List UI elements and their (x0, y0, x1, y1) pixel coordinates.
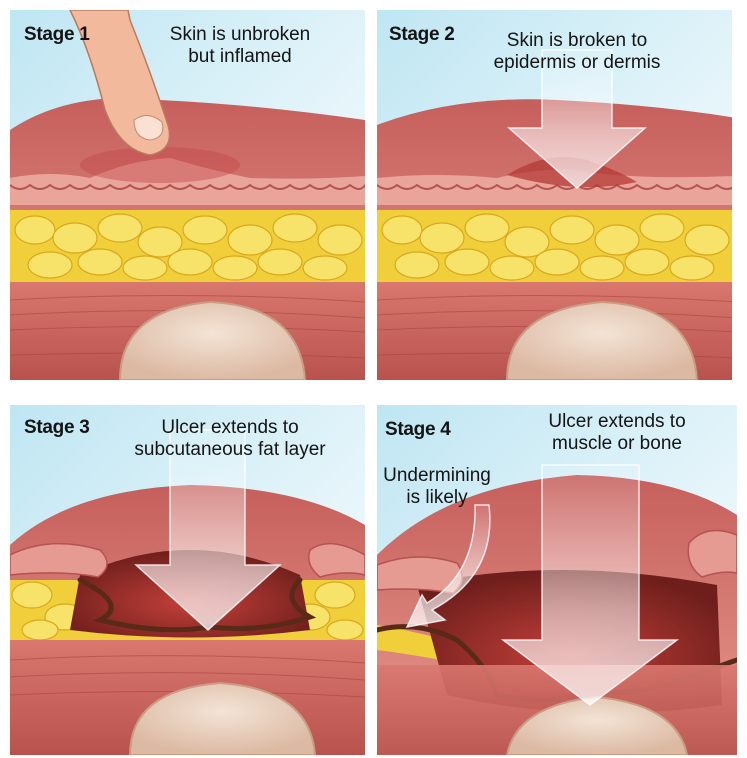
caption-line: subcutaneous fat layer (110, 439, 350, 461)
caption-line: epidermis or dermis (472, 52, 682, 74)
stage-2-panel: Stage 2 Skin is broken to epidermis or d… (377, 10, 732, 380)
stage-label: Stage 1 (24, 24, 90, 46)
stage-4-illustration (377, 405, 737, 755)
caption: Ulcer extends to subcutaneous fat layer (110, 417, 350, 461)
caption-line: Skin is unbroken (135, 24, 345, 46)
stage-1-panel: Stage 1 Skin is unbroken but inflamed (10, 10, 365, 380)
stage-3-panel: Stage 3 Ulcer extends to subcutaneous fa… (10, 405, 365, 755)
caption-line: Skin is broken to (472, 30, 682, 52)
caption: Ulcer extends to muscle or bone (517, 411, 717, 455)
note-line: Undermining (377, 465, 497, 487)
undermining-note: Undermining is likely (377, 465, 497, 509)
caption-line: muscle or bone (517, 433, 717, 455)
stage-label: Stage 4 (385, 419, 451, 441)
caption: Skin is unbroken but inflamed (135, 24, 345, 68)
caption-line: Ulcer extends to (517, 411, 717, 433)
caption-line: but inflamed (135, 46, 345, 68)
caption-line: Ulcer extends to (110, 417, 350, 439)
caption: Skin is broken to epidermis or dermis (472, 30, 682, 74)
stage-label: Stage 3 (24, 417, 90, 439)
stage-label: Stage 2 (389, 24, 455, 46)
stage-4-panel: Stage 4 Ulcer extends to muscle or bone … (377, 405, 737, 755)
note-line: is likely (377, 487, 497, 509)
